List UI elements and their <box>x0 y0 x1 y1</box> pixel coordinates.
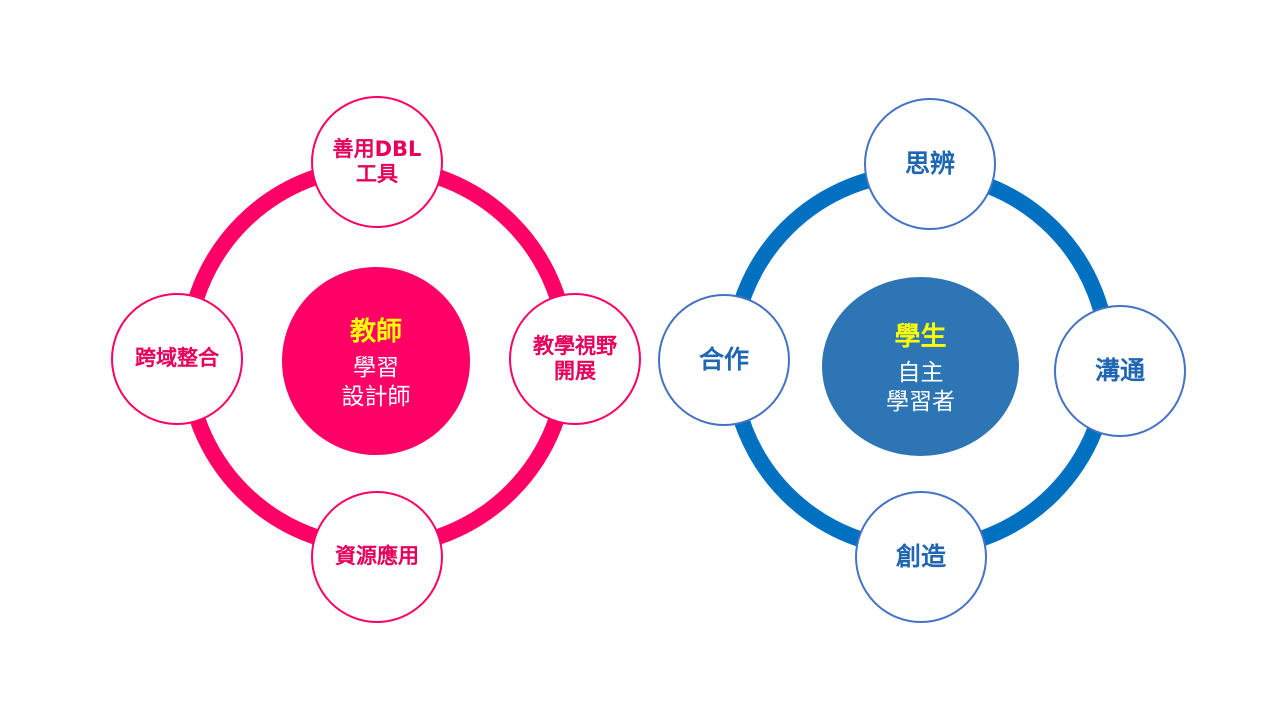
student-node-right: 溝通 <box>1054 305 1186 437</box>
student-node-top-label: 思辨 <box>904 149 955 178</box>
student-node-left-label: 合作 <box>698 345 749 374</box>
teacher-node-bottom-label: 資源應用 <box>335 544 419 569</box>
teacher-center-circle: 教師 學習 設計師 <box>282 267 470 455</box>
student-node-left: 合作 <box>658 294 790 426</box>
teacher-node-right: 教學視野 開展 <box>509 293 641 425</box>
student-node-top: 思辨 <box>864 98 996 230</box>
teacher-node-top: 善用DBL 工具 <box>311 96 443 228</box>
teacher-node-top-line1: 善用DBL <box>332 136 422 161</box>
teacher-node-left: 跨域整合 <box>111 293 243 425</box>
student-center-line2: 學習者 <box>886 389 955 415</box>
student-center-circle: 學生 自主 學習者 <box>822 277 1019 456</box>
teacher-node-right-line2: 開展 <box>554 359 596 383</box>
student-center-line1: 自主 <box>897 360 944 387</box>
teacher-node-bottom: 資源應用 <box>311 491 443 623</box>
student-node-bottom-label: 創造 <box>895 542 946 571</box>
teacher-center-title: 教師 <box>349 316 402 347</box>
teacher-node-right-line1: 教學視野 <box>533 333 617 358</box>
student-node-right-label: 溝通 <box>1094 356 1145 385</box>
student-node-bottom: 創造 <box>855 491 987 623</box>
student-center-title: 學生 <box>894 322 947 353</box>
teacher-center-line2: 設計師 <box>341 383 411 410</box>
teacher-node-left-label: 跨域整合 <box>135 346 219 371</box>
teacher-center-line1: 學習 <box>353 354 399 381</box>
teacher-node-top-line2: 工具 <box>355 162 398 186</box>
